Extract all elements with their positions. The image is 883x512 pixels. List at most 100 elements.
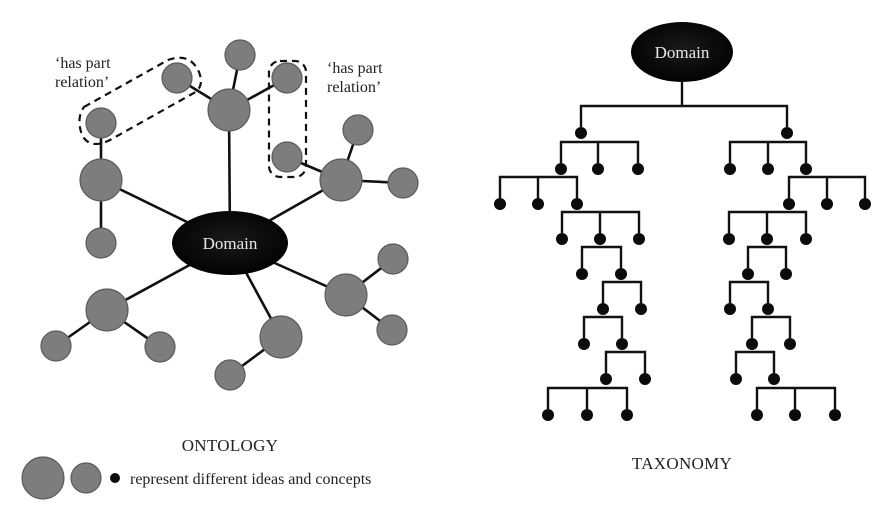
ontology-concept-node — [376, 314, 408, 346]
taxonomy-node — [859, 198, 871, 210]
taxonomy-left-level-8 — [546, 386, 629, 409]
taxonomy-node — [542, 409, 554, 421]
ontology-concept-node — [85, 288, 129, 332]
ontology-concept-node — [387, 167, 419, 199]
ontology-concept-node — [271, 62, 303, 94]
taxonomy-node — [556, 233, 568, 245]
taxonomy-node — [742, 268, 754, 280]
has-part-relation-right-box — [267, 59, 308, 179]
taxonomy-node — [635, 303, 647, 315]
taxonomy-node — [621, 409, 633, 421]
taxonomy-node — [783, 198, 795, 210]
taxonomy-node — [494, 198, 506, 210]
taxonomy-node — [768, 373, 780, 385]
taxonomy-leaves — [494, 127, 871, 421]
taxonomy-node — [829, 409, 841, 421]
taxonomy-node — [746, 338, 758, 350]
ontology-concept-node — [324, 273, 368, 317]
taxonomy-node — [800, 233, 812, 245]
taxonomy-node — [639, 373, 651, 385]
taxonomy-node — [592, 163, 604, 175]
taxonomy-node — [800, 163, 812, 175]
taxonomy-node — [751, 409, 763, 421]
taxonomy-root-label: Domain — [655, 43, 710, 62]
taxonomy-node — [730, 373, 742, 385]
ontology-concept-node — [214, 359, 246, 391]
taxonomy-node — [616, 338, 628, 350]
taxonomy-root-node: Domain — [631, 22, 733, 82]
ontology-domain-node: Domain — [172, 211, 288, 275]
taxonomy-right-level-7 — [734, 350, 776, 373]
taxonomy-node — [789, 409, 801, 421]
ontology-concept-node — [40, 330, 72, 362]
taxonomy-left-level-2 — [498, 175, 579, 198]
taxonomy-right-level-5 — [728, 280, 770, 303]
ontology-nodes — [40, 39, 419, 391]
legend-small-node-icon — [70, 462, 102, 494]
taxonomy-node — [821, 198, 833, 210]
annotation-left-line2: relation’ — [55, 74, 109, 91]
ontology-concept-node — [271, 141, 303, 173]
ontology-title: ONTOLOGY — [182, 436, 279, 455]
taxonomy-node — [575, 127, 587, 139]
ontology-diagram: Domain ‘has part relation’ ‘has part rel… — [21, 39, 419, 500]
taxonomy-right-level-1 — [728, 140, 808, 163]
taxonomy-diagram: Domain TAXONOMY — [494, 22, 871, 473]
taxonomy-node — [780, 268, 792, 280]
taxonomy-root-branch — [579, 82, 789, 127]
taxonomy-node — [581, 409, 593, 421]
taxonomy-node — [597, 303, 609, 315]
ontology-concept-node — [224, 39, 256, 71]
legend-text: represent different ideas and concepts — [130, 471, 371, 488]
taxonomy-node — [762, 163, 774, 175]
taxonomy-title: TAXONOMY — [632, 454, 732, 473]
taxonomy-node — [632, 163, 644, 175]
annotation-right-line2: relation’ — [327, 79, 381, 96]
ontology-concept-node — [319, 158, 363, 202]
legend-dot-icon — [110, 473, 120, 483]
ontology-concept-node — [85, 107, 117, 139]
annotation-left-line1: ‘has part — [55, 55, 111, 72]
ontology-concept-node — [85, 227, 117, 259]
taxonomy-left-level-4 — [580, 245, 623, 268]
taxonomy-right-level-8 — [755, 386, 837, 409]
taxonomy-node — [576, 268, 588, 280]
taxonomy-node — [723, 233, 735, 245]
annotation-right-line1: ‘has part — [327, 60, 383, 77]
taxonomy-node — [724, 303, 736, 315]
legend-large-node-icon — [21, 456, 65, 500]
taxonomy-node — [762, 303, 774, 315]
ontology-concept-node — [207, 88, 251, 132]
ontology-concept-node — [259, 315, 303, 359]
taxonomy-left-level-7 — [604, 350, 647, 373]
taxonomy-node — [555, 163, 567, 175]
taxonomy-right-level-4 — [746, 245, 788, 268]
taxonomy-node — [578, 338, 590, 350]
taxonomy-right-level-2 — [787, 175, 867, 198]
taxonomy-edges — [498, 82, 867, 409]
ontology-concept-node — [144, 331, 176, 363]
taxonomy-node — [615, 268, 627, 280]
taxonomy-right-level-6 — [750, 315, 792, 338]
has-part-relation-left-box — [78, 56, 202, 146]
taxonomy-left-level-5 — [601, 280, 643, 303]
legend: represent different ideas and concepts — [21, 456, 371, 500]
taxonomy-node — [532, 198, 544, 210]
taxonomy-node — [761, 233, 773, 245]
ontology-concept-node — [161, 62, 193, 94]
taxonomy-left-level-6 — [582, 315, 624, 338]
taxonomy-right-level-3 — [727, 210, 808, 233]
taxonomy-node — [724, 163, 736, 175]
taxonomy-node — [633, 233, 645, 245]
ontology-concept-node — [342, 114, 374, 146]
taxonomy-node — [571, 198, 583, 210]
taxonomy-node — [784, 338, 796, 350]
taxonomy-node — [600, 373, 612, 385]
taxonomy-left-level-1 — [559, 140, 640, 163]
ontology-domain-label: Domain — [203, 234, 258, 253]
ontology-concept-node — [377, 243, 409, 275]
taxonomy-left-level-3 — [560, 210, 641, 233]
taxonomy-node — [781, 127, 793, 139]
ontology-concept-node — [79, 158, 123, 202]
